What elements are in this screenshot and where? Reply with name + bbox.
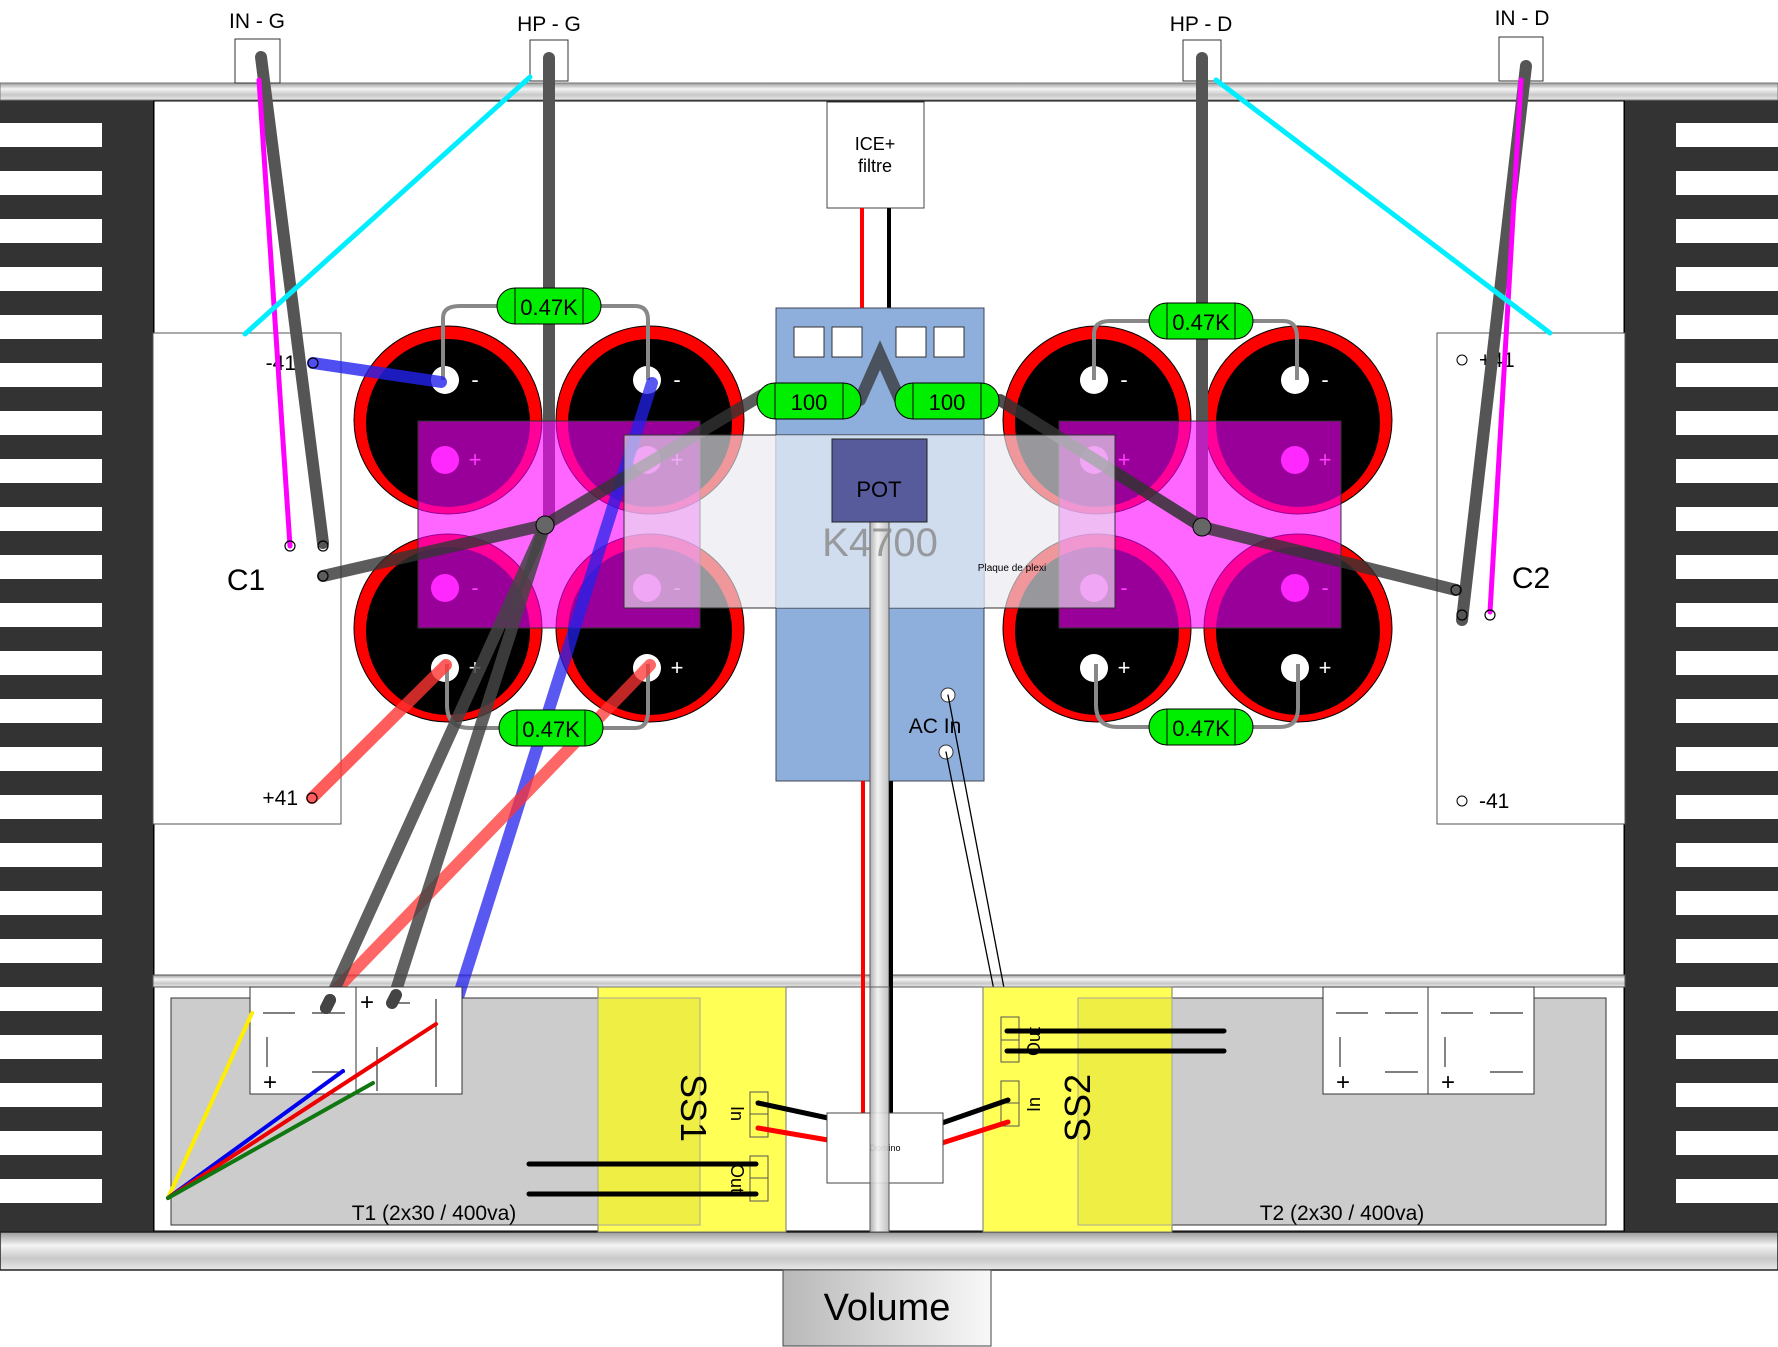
resistor: 0.47K [496,287,602,325]
board-label: C2 [1512,562,1550,595]
wire-c1-pos [306,659,452,804]
cap-polarity: - [1120,367,1127,392]
terminal-block: + [249,986,357,1096]
wire-in-g-signal [256,77,293,549]
wire-hp-d-out [1213,77,1553,336]
wire-hp-g-out [242,74,533,337]
terminal-plus: + [1336,1069,1350,1096]
connector-label: HP - D [1170,13,1233,36]
bottom-rail [0,1231,1778,1271]
connector-label: IN - D [1495,7,1550,30]
resistor: 0.47K [1148,302,1254,340]
terminal-plus: + [1441,1069,1455,1096]
cap-polarity: - [471,367,478,392]
resistor-value: 0.47K [520,295,578,320]
volume-shaft-lower [869,986,890,1233]
c1-pos-label: +41 [262,787,298,810]
terminal-plus: + [360,989,374,1016]
board-c1: C1 -41 +41 [152,332,342,825]
volume-label: Volume [824,1287,951,1329]
pot-label: POT [856,477,901,502]
ss1-out-label: Out [727,1164,747,1193]
resistor: 0.47K [1148,708,1254,746]
c1-terminals [284,357,1496,804]
resistor: 100 [894,382,1000,420]
ss1-label: SS1 [673,1074,714,1142]
cap-polarity: + [671,655,684,680]
resistor-value: 0.47K [522,717,580,742]
resistor-value: 100 [929,390,966,415]
cap-polarity: + [1319,655,1332,680]
c2-neg-label: -41 [1479,790,1509,813]
supply-wire-ends [320,989,402,1014]
top-rail [0,82,1778,101]
c1-neg-label: -41 [266,352,296,375]
ss1-in-label: In [727,1106,747,1121]
wire-c1-neg [307,357,447,388]
ss-wires [526,1028,1227,1197]
wires [242,51,1553,1070]
resistors: 0.47K 0.47K 0.47K 0.47K 100 100 [496,287,1254,747]
t1-secondary-wires [166,1011,438,1200]
t1-label: T1 (2x30 / 400va) [352,1202,517,1225]
resistor: 0.47K [498,709,604,747]
star-ground-node-left [535,515,555,535]
k4700-label: K4700 [822,521,938,565]
cap-polarity: - [1321,367,1328,392]
star-ground-node-right [1192,517,1212,537]
heatsink-right [1625,99,1778,1232]
plexi-label: Plaque de plexi [978,563,1046,574]
ice-filter-module: ICE+ filtre [826,101,925,209]
board-label: C1 [227,564,265,597]
resistor-value: 0.47K [1172,716,1230,741]
cap-terminal [1281,654,1309,682]
wire-in-d-signal [1487,77,1524,615]
soft-start-ss1: SS1 In Out [597,986,787,1233]
ac-in-label: AC In [909,715,962,738]
ice-label-2: filtre [858,156,892,176]
soft-start-ss2: SS2 Out In [982,986,1173,1233]
resistor: 100 [756,382,862,420]
connector-label: HP - G [517,13,581,36]
potentiometer[interactable]: POT [831,438,928,523]
resistor-value: 100 [791,390,828,415]
heatsink-left [0,99,153,1232]
terminal-plus: + [263,1069,277,1096]
t2-label: T2 (2x30 / 400va) [1260,1202,1425,1225]
terminal-block: + [1427,986,1535,1096]
ss2-in-label: In [1024,1097,1044,1112]
resistor-value: 0.47K [1172,310,1230,335]
volume-knob[interactable]: Volume [782,1269,992,1347]
wire-in-g-shield [255,51,329,549]
ice-label-1: ICE+ [855,134,896,154]
connector-label: IN - G [229,10,285,33]
terminal-block: + [1322,986,1430,1096]
cap-polarity: - [673,367,680,392]
cap-polarity: + [1118,655,1131,680]
ss2-label: SS2 [1057,1074,1098,1142]
